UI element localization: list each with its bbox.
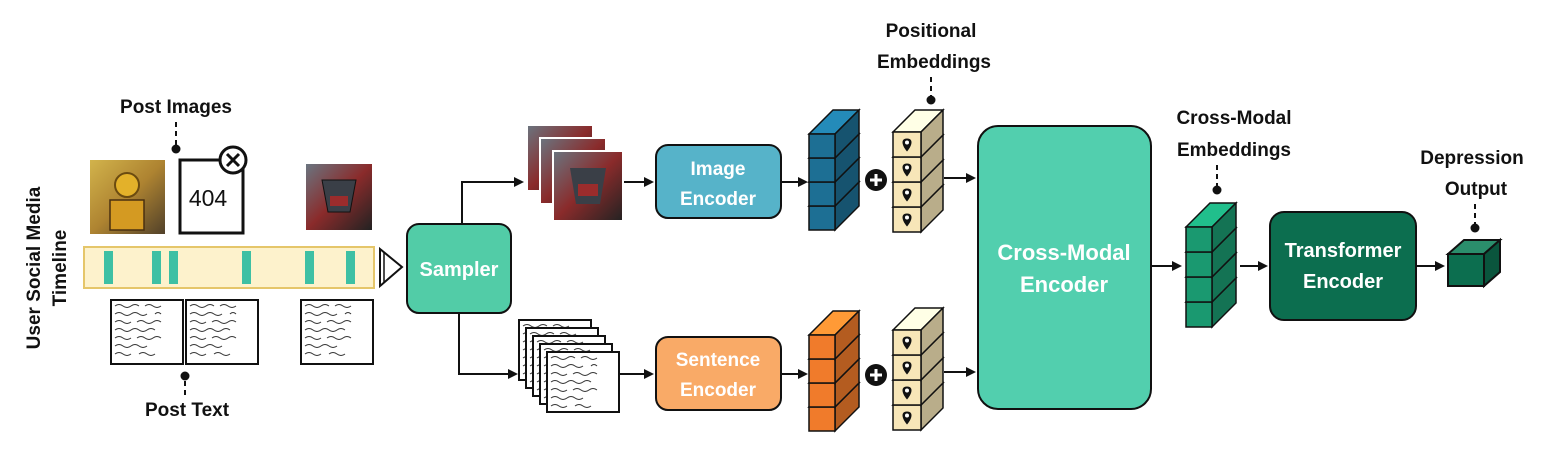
sentence-embedding-stack-cube [807, 309, 861, 361]
plus-icon [865, 364, 887, 386]
cross-modal-encoder-label-line2: Encoder [1020, 272, 1108, 297]
image-encoder-label-line1: Image [691, 159, 746, 180]
timeline-label-line2: Timeline [50, 230, 71, 307]
location-pin-icon [902, 361, 912, 375]
positional-embeddings-label-line1: Positional [886, 21, 977, 42]
timeline-marker [104, 251, 113, 284]
cross-modal-embedding-stack [1184, 201, 1238, 329]
timeline-marker [152, 251, 161, 284]
sentence-encoder-label-line1: Sentence [676, 350, 760, 371]
timeline-marker [346, 251, 355, 284]
post-images-label: Post Images [120, 97, 232, 118]
positional-embedding-stack-top-cube [891, 108, 945, 159]
location-pin-icon [902, 138, 912, 152]
transformer-encoder-label-line1: Transformer [1285, 240, 1402, 262]
post-image-2 [306, 164, 372, 230]
cross-modal-embeddings-dot [1212, 185, 1222, 195]
positional-embedding-stack-top [891, 108, 945, 234]
location-pin-icon [902, 336, 912, 350]
location-pin-icon [902, 188, 912, 202]
positional-embedding-stack-bottom [891, 306, 945, 432]
plus-icon [865, 169, 887, 191]
image-encoder-block: Image Encoder [655, 144, 782, 219]
timeline-marker [305, 251, 314, 284]
post-text-doc-2 [185, 299, 259, 365]
missing-image-icon: 404 [178, 145, 248, 235]
post-text-label: Post Text [145, 400, 230, 421]
post-text-doc-3 [300, 299, 374, 365]
depression-output-label-line2: Output [1445, 179, 1508, 200]
location-pin-icon [902, 163, 912, 177]
post-text-dot [180, 371, 190, 381]
sampler-to-texts-arrow [458, 313, 518, 379]
sampler-to-images-arrow [461, 177, 524, 224]
post-images-dot [171, 144, 181, 154]
image-embedding-stack-cube [807, 108, 861, 160]
post-image-1 [90, 160, 165, 234]
timeline-marker [169, 251, 178, 284]
timeline-marker [242, 251, 251, 284]
transformer-encoder-label-line2: Encoder [1303, 271, 1383, 293]
depression-output-dot [1470, 223, 1480, 233]
sampler-label: Sampler [420, 259, 499, 281]
transformer-encoder-block: Transformer Encoder [1269, 211, 1417, 321]
cross-modal-encoder-label-line1: Cross-Modal [997, 240, 1130, 265]
sentence-embedding-stack [807, 309, 861, 433]
positional-embedding-stack-bottom-cube [891, 306, 945, 357]
sampler-block: Sampler [406, 223, 512, 314]
missing-image-code: 404 [189, 185, 228, 211]
sentence-encoder-label-line2: Encoder [680, 380, 757, 401]
cross-modal-embeddings-label-line1: Cross-Modal [1176, 108, 1291, 129]
embedding-stacks [807, 108, 1238, 433]
location-pin-icon [902, 213, 912, 227]
depression-output-label-line1: Depression [1420, 148, 1523, 169]
positional-embeddings-label-line2: Embeddings [877, 52, 991, 73]
sentence-encoder-block: Sentence Encoder [655, 336, 782, 411]
output-cube [1445, 237, 1503, 289]
sampled-texts-stack [518, 319, 620, 413]
location-pin-icon [902, 386, 912, 400]
sampled-images-stack [526, 124, 624, 222]
cross-modal-embedding-stack-cube [1184, 201, 1238, 254]
timeline-bar [83, 246, 404, 289]
timeline-label: User Social Media Timeline [24, 186, 71, 349]
image-embedding-stack [807, 108, 861, 232]
timeline-funnel-icon [379, 246, 404, 289]
cross-modal-embeddings-label-line2: Embeddings [1177, 140, 1291, 161]
timeline-label-line1: User Social Media [24, 186, 45, 349]
location-pin-icon [902, 411, 912, 425]
post-text-doc-1 [110, 299, 184, 365]
image-encoder-label-line2: Encoder [680, 189, 757, 210]
positional-embeddings-dot [926, 95, 936, 105]
cross-modal-encoder-block: Cross-Modal Encoder [977, 125, 1152, 410]
